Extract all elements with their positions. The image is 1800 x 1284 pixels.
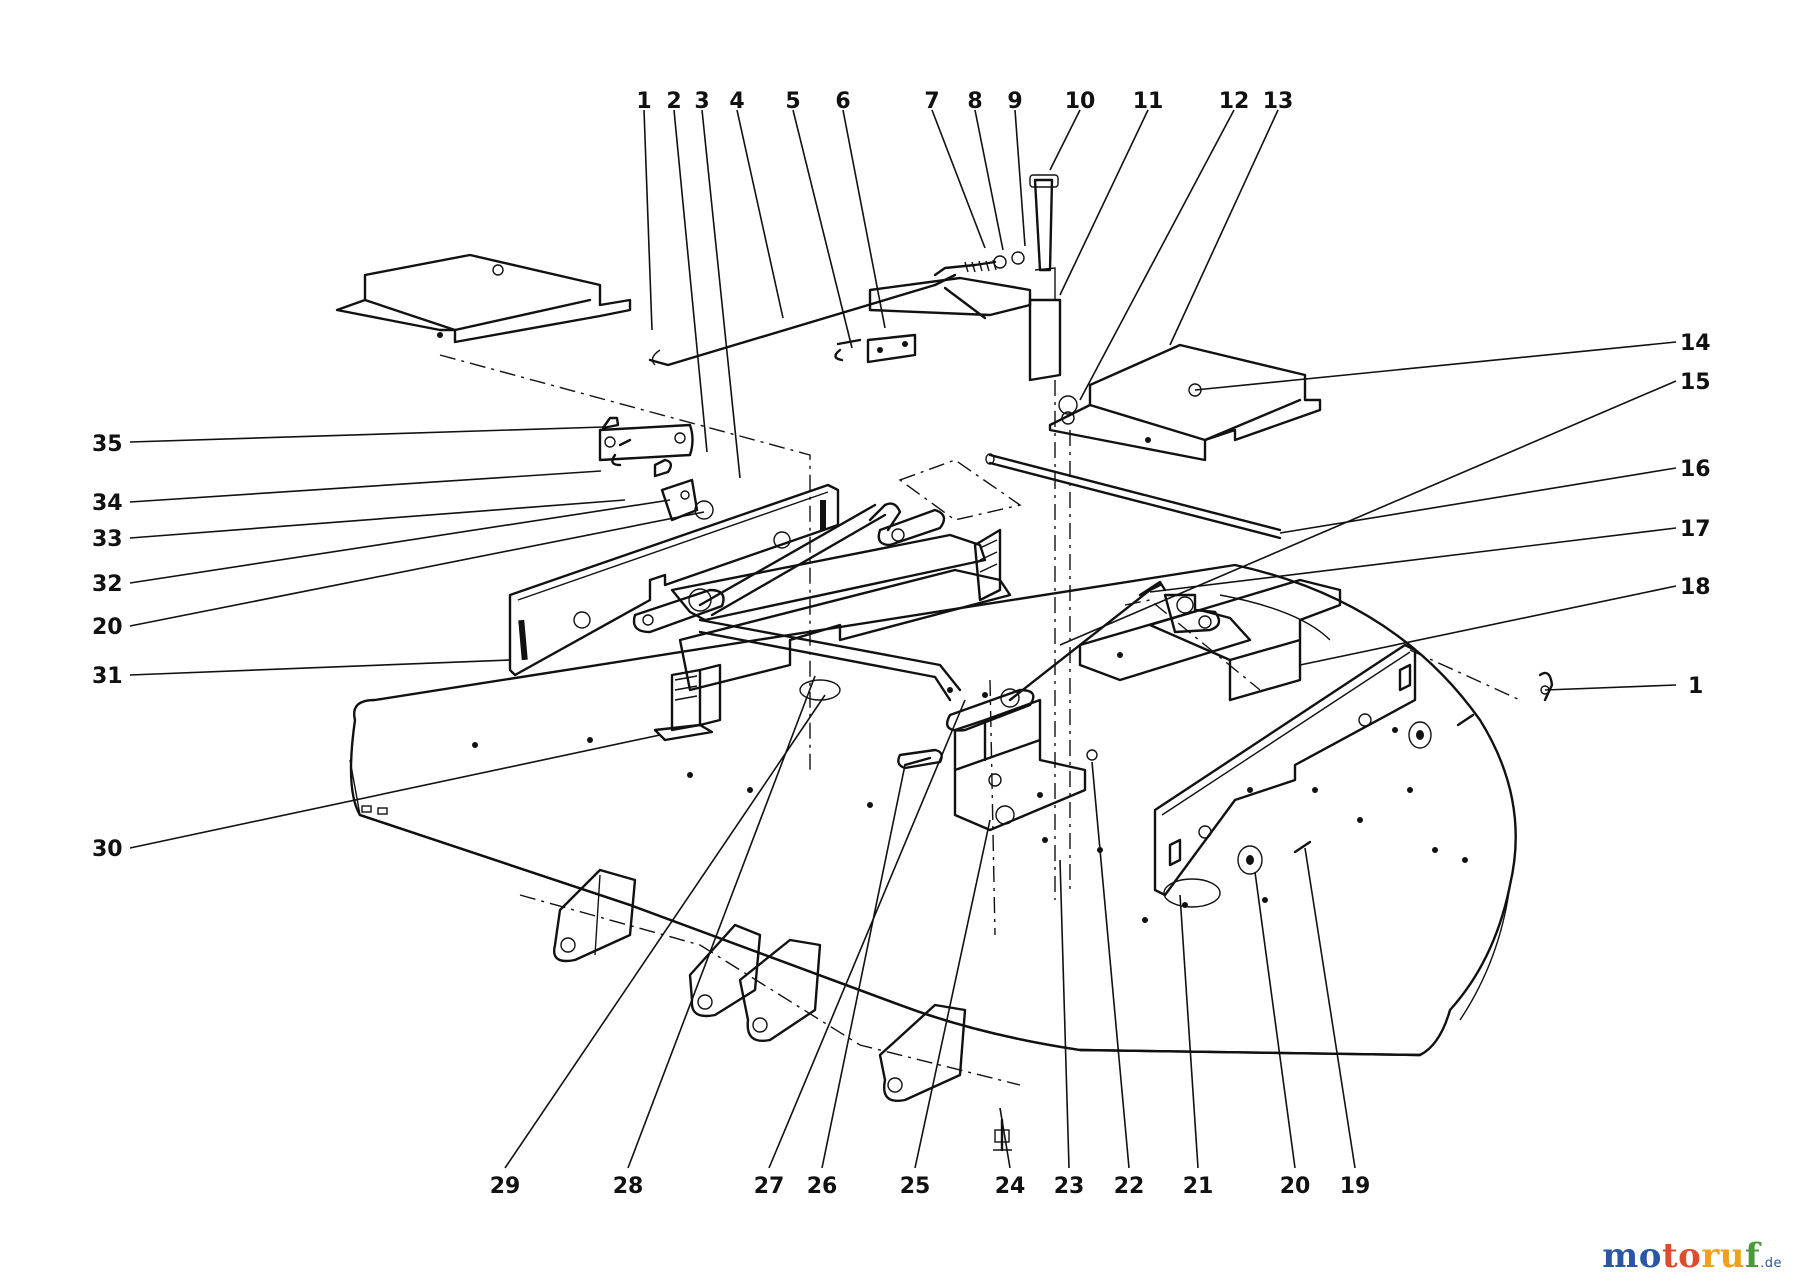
mower-deck-housing: [349, 563, 1517, 1057]
callout-bottom-23: 23: [1054, 1174, 1085, 1199]
callout-left-33: 33: [92, 527, 123, 552]
callout-bottom-19: 19: [1340, 1174, 1371, 1199]
left-cover-plate: [335, 253, 632, 344]
callout-bottom-22: 22: [1114, 1174, 1145, 1199]
deck-mounting-holes: [472, 652, 1468, 923]
callout-right-15: 15: [1680, 370, 1711, 395]
top-linkage-rod: [648, 174, 1078, 425]
callout-right-14: 14: [1680, 331, 1711, 356]
callout-bottom-20: 20: [1280, 1174, 1311, 1199]
watermark-part-1: mo: [1602, 1236, 1662, 1276]
callout-bottom-25: 25: [900, 1174, 931, 1199]
callout-top-1: 1: [636, 89, 651, 114]
gauge-wheel-brackets: [519, 868, 1021, 1102]
front-hanger-bracket: [897, 698, 1098, 832]
callout-bottom-29: 29: [490, 1174, 521, 1199]
callout-bottom-24: 24: [995, 1174, 1026, 1199]
leader-lines: [129, 109, 1677, 1169]
hardware-washers-pins: [598, 416, 1554, 1152]
callout-left-20: 20: [92, 615, 123, 640]
callout-top-5: 5: [785, 89, 800, 114]
watermark-part-4: f: [1744, 1236, 1761, 1276]
callout-top-8: 8: [967, 89, 982, 114]
callout-bottom-28: 28: [613, 1174, 644, 1199]
callout-bottom-26: 26: [807, 1174, 838, 1199]
callout-top-2: 2: [666, 89, 681, 114]
right-side-plate: [1153, 643, 1417, 897]
center-hanger-frame: [653, 528, 1342, 742]
callout-top-12: 12: [1219, 89, 1250, 114]
callout-numbers: 1 2 3 4 5 6 7 8 9 10 11 12 13 14 15 16 1…: [92, 89, 1711, 1199]
callout-top-4: 4: [729, 89, 744, 114]
callout-top-11: 11: [1133, 89, 1164, 114]
site-watermark: motoruf.de: [1602, 1236, 1782, 1276]
watermark-part-2: to: [1661, 1236, 1702, 1276]
left-side-plate: [508, 483, 840, 677]
callout-top-3: 3: [694, 89, 709, 114]
right-cover-plate: [1048, 343, 1322, 462]
callout-top-13: 13: [1263, 89, 1294, 114]
callout-right-16: 16: [1680, 457, 1711, 482]
callout-top-7: 7: [924, 89, 939, 114]
callout-left-34: 34: [92, 491, 123, 516]
callout-left-35: 35: [92, 432, 123, 457]
callout-left-31: 31: [92, 664, 123, 689]
callout-bottom-27: 27: [754, 1174, 785, 1199]
callout-top-6: 6: [835, 89, 850, 114]
callout-left-32: 32: [92, 572, 123, 597]
watermark-suffix: .de: [1760, 1256, 1782, 1271]
callout-right-1: 1: [1688, 674, 1703, 699]
callout-left-30: 30: [92, 837, 123, 862]
lift-arms: [632, 502, 1221, 732]
callout-right-18: 18: [1680, 575, 1711, 600]
reference-lines: [439, 354, 1521, 936]
callout-top-9: 9: [1007, 89, 1022, 114]
callout-bottom-21: 21: [1183, 1174, 1214, 1199]
callout-right-17: 17: [1680, 517, 1711, 542]
cross-rod: [985, 453, 1282, 540]
watermark-part-3: ru: [1701, 1236, 1745, 1276]
callout-top-10: 10: [1065, 89, 1096, 114]
